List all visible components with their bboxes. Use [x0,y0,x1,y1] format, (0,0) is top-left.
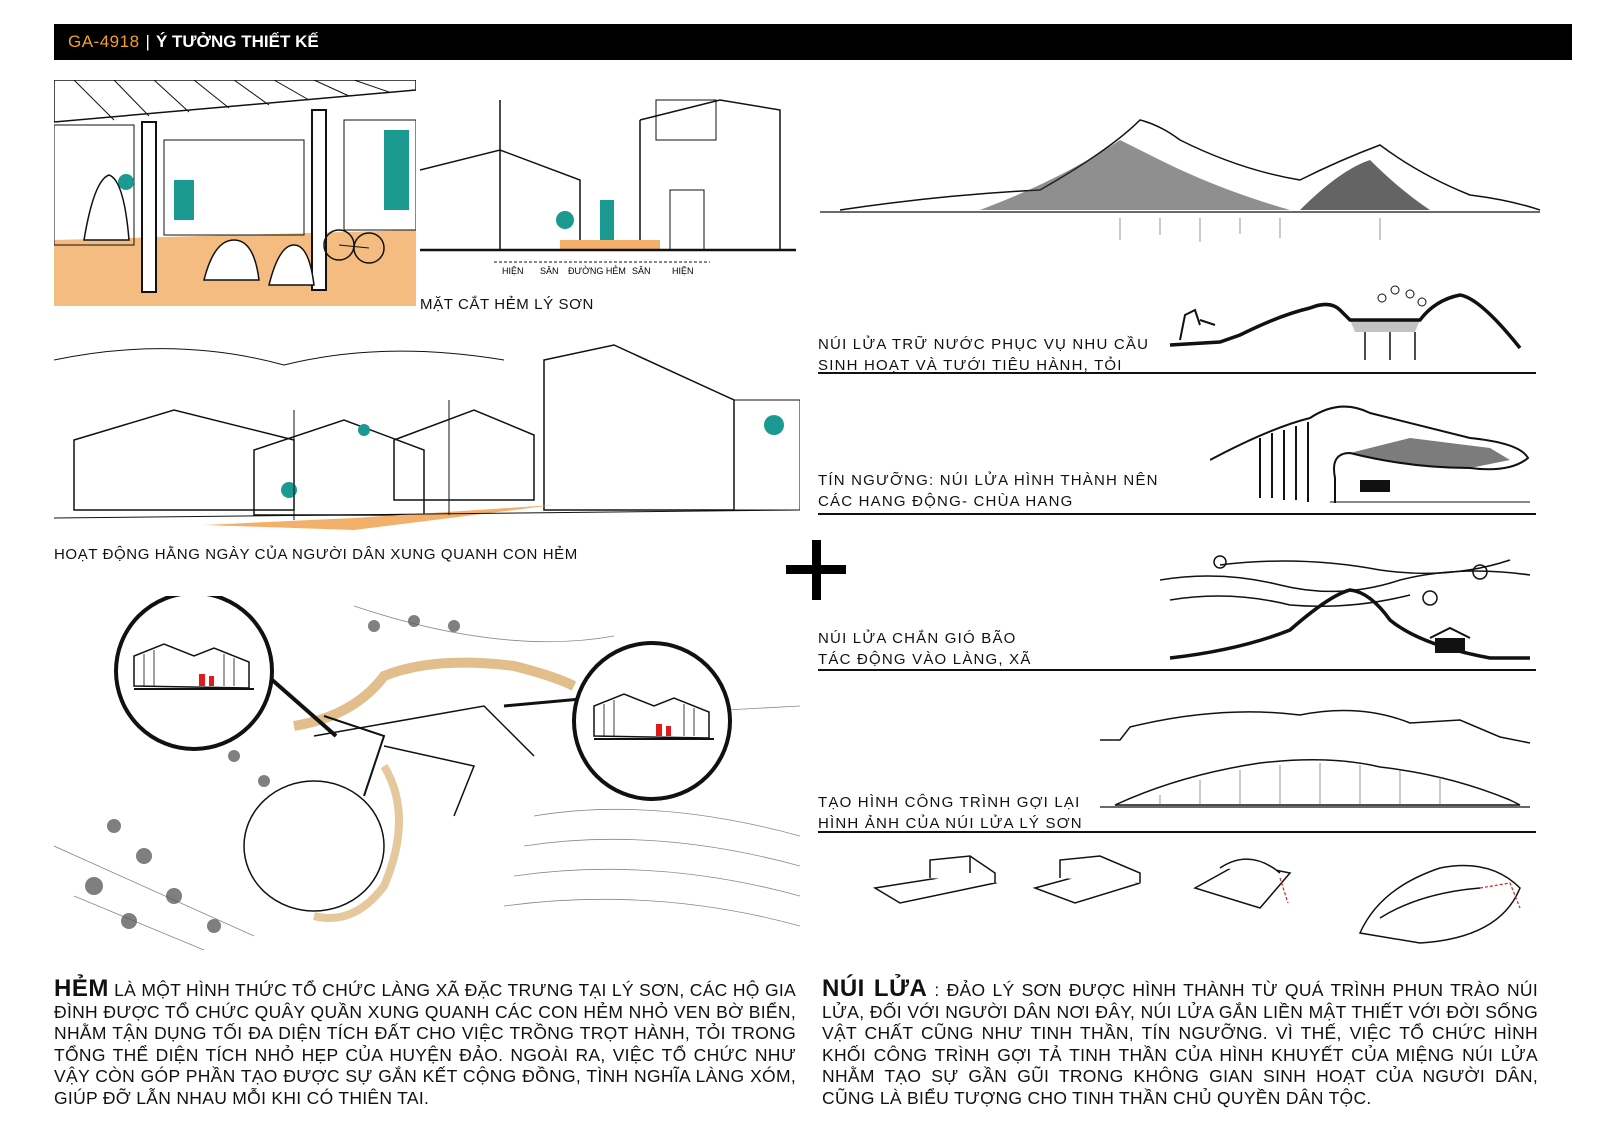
section-label-yard-left: SÂN [540,266,559,276]
divider-wind [818,669,1536,671]
caption-form-line1: TẠO HÌNH CÔNG TRÌNH GỢI LẠI [818,794,1081,811]
divider-form [818,831,1536,833]
street-perspective-sketch [54,340,800,536]
section-label-yard-right: SÂN [632,266,651,276]
section-label-alley: ĐƯỜNG HẺM [568,265,626,276]
massing-evolution-diagram [872,855,1521,944]
plus-icon [786,540,846,600]
caption-daily-activity: HOẠT ĐỘNG HẰNG NGÀY CỦA NGƯỜI DÂN XUNG Q… [54,546,578,563]
caption-water-line1: NÚI LỬA TRỮ NƯỚC PHỤC VỤ NHU CẦU [818,336,1150,353]
title-separator: | [145,32,150,51]
wind-shield-diagram [1160,555,1531,660]
project-code: GA-4918 [68,32,140,51]
caption-wind-line2: TÁC ĐỘNG VÀO LÀNG, XÃ [818,651,1032,668]
alley-interior-sketch [54,80,416,306]
caption-wind: NÚI LỬA CHẮN GIÓ BÃO TÁC ĐỘNG VÀO LÀNG, … [818,628,1032,670]
cave-pagoda-diagram [1210,405,1530,503]
caption-belief-line2: CÁC HANG ĐỘNG- CHÙA HANG [818,493,1074,510]
caption-wind-line1: NÚI LỬA CHẮN GIÓ BÃO [818,630,1017,647]
section-label-house-left: HIỆN [502,266,524,276]
caption-form: TẠO HÌNH CÔNG TRÌNH GỢI LẠI HÌNH ẢNH CỦA… [818,792,1083,834]
caption-water-storage: NÚI LỬA TRỮ NƯỚC PHỤC VỤ NHU CẦU SINH HO… [818,334,1149,376]
paragraph-hem-lead: HẺM [54,975,109,1002]
paragraph-nui-lua: NÚI LỬA : ĐẢO LÝ SƠN ĐƯỢC HÌNH THÀNH TỪ … [822,975,1538,1109]
caption-form-line2: HÌNH ẢNH CỦA NÚI LỬA LÝ SƠN [818,815,1083,832]
building-form-diagram [1100,709,1531,808]
volcano-island-panorama [820,100,1540,260]
paragraph-nui-lua-text: : ĐẢO LÝ SƠN ĐƯỢC HÌNH THÀNH TỪ QUÁ TRÌN… [822,980,1538,1108]
caption-water-line2: SINH HOẠT VÀ TƯỚI TIÊU HÀNH, TỎI [818,357,1123,374]
alley-section-sketch: HIỆN SÂN ĐƯỜNG HẺM SÂN HIỆN [420,80,796,290]
divider-belief [818,513,1536,515]
divider-water [818,372,1536,374]
page-title: Ý TƯỞNG THIẾT KẾ [155,32,319,51]
masterplan-axonometric [54,596,800,950]
paragraph-hem: HẺM LÀ MỘT HÌNH THỨC TỔ CHỨC LÀNG XÃ ĐẶC… [54,975,796,1109]
title-bar: GA-4918 | Ý TƯỞNG THIẾT KẾ [54,24,1572,60]
caption-belief-line1: TÍN NGƯỠNG: NÚI LỬA HÌNH THÀNH NÊN [818,472,1159,489]
paragraph-hem-text: LÀ MỘT HÌNH THỨC TỔ CHỨC LÀNG XÃ ĐẶC TRƯ… [54,980,796,1108]
caption-belief: TÍN NGƯỠNG: NÚI LỬA HÌNH THÀNH NÊN CÁC H… [818,470,1159,512]
caption-alley-section: MẶT CẮT HẺM LÝ SƠN [420,296,594,313]
section-label-house-right: HIỆN [672,266,694,276]
paragraph-nui-lua-lead: NÚI LỬA [822,975,928,1002]
water-storage-diagram [1169,285,1522,360]
